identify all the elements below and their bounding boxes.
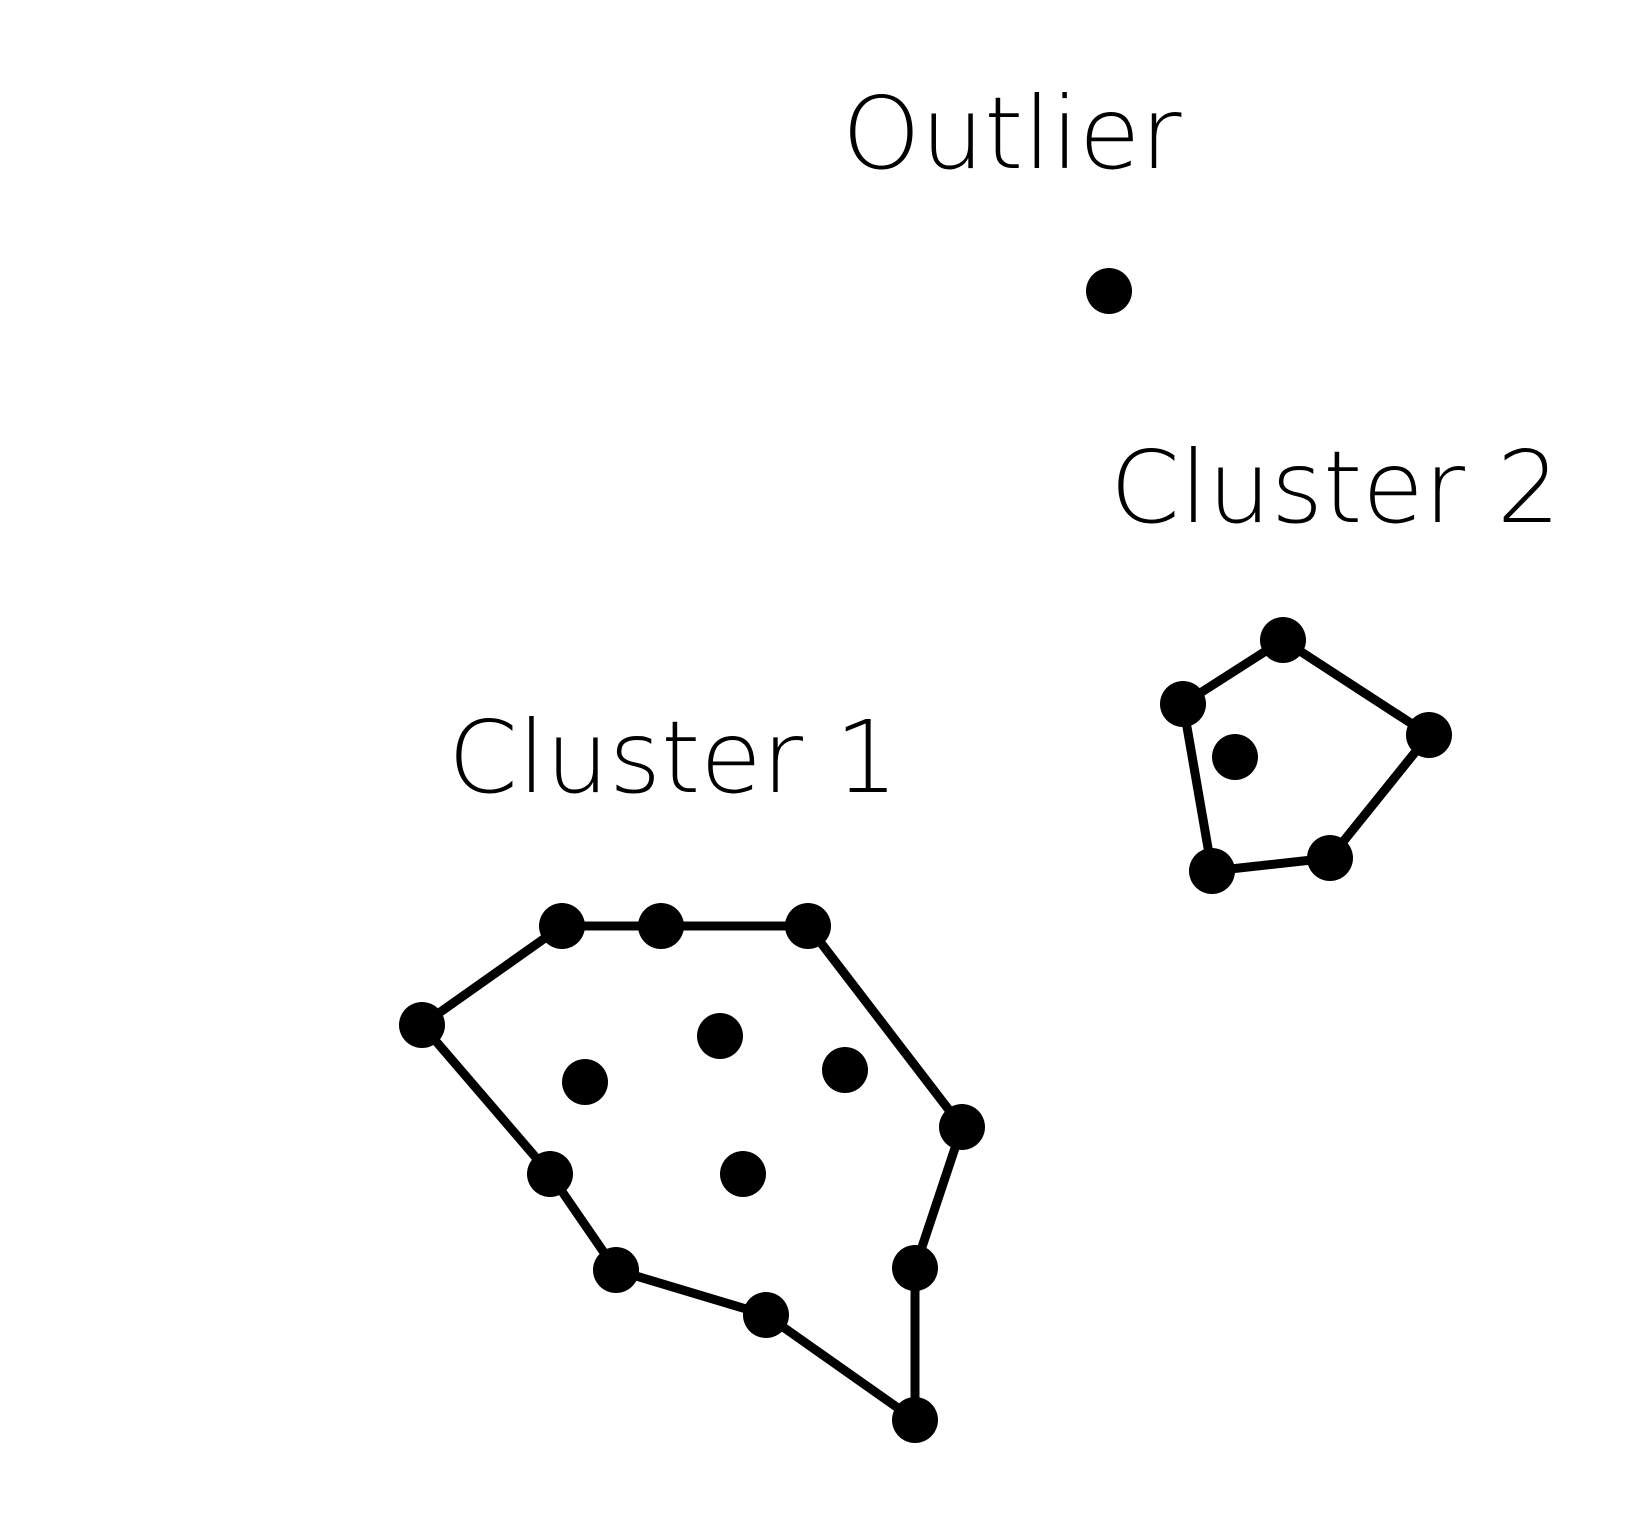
cluster-1-point [539,903,585,949]
cluster-2-hull-edge [1325,730,1434,863]
cluster-1-point [720,1151,766,1197]
cluster-1-point [939,1104,985,1150]
cluster-2-point [1260,617,1306,663]
cluster-1-hull-edge [803,921,967,1132]
cluster-1-hull-edge [417,921,567,1030]
cluster-1-point [822,1047,868,1093]
cluster-2-points [1160,617,1452,894]
cluster-2-point [1406,712,1452,758]
cluster-2-hull-edge [1278,635,1434,740]
cluster-1-hull [417,921,967,1425]
cluster-1-hull-edge [761,1310,920,1425]
outlier-point [1086,268,1132,314]
cluster-1-point [593,1247,639,1293]
cluster-1-point [697,1013,743,1059]
cluster-1-hull-edge [910,1122,967,1273]
cluster-1-point [892,1397,938,1443]
cluster-2-hull-edge [1178,699,1217,876]
outlier-label: Outlier [842,75,1182,192]
cluster-1-point [562,1059,608,1105]
cluster-2-point [1160,681,1206,727]
cluster-2-point [1189,848,1235,894]
cluster-1-point [638,903,684,949]
cluster-1-label: Cluster 1 [448,699,898,816]
cluster-1-point [892,1245,938,1291]
cluster-1-point [399,1002,445,1048]
cluster-1-point [743,1292,789,1338]
cluster-1-points [399,903,985,1443]
cluster-2-point [1212,734,1258,780]
cluster-2-point [1307,835,1353,881]
cluster-1-hull-edge [611,1265,771,1320]
cluster-1-point [785,903,831,949]
cluster-1-point [527,1151,573,1197]
cluster-1-hull-edge [417,1020,555,1179]
cluster-2-label: Cluster 2 [1110,429,1560,546]
